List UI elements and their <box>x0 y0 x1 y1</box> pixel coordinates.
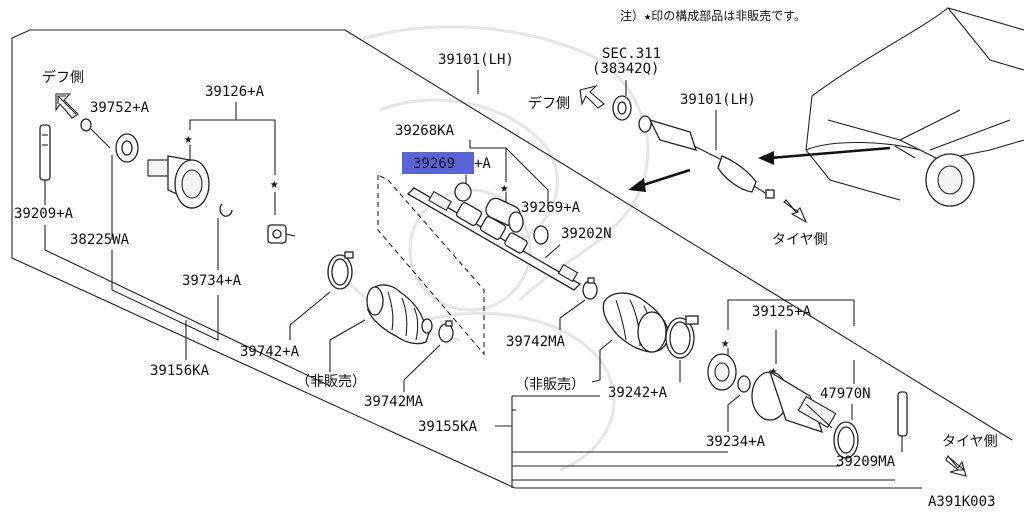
vehicle-illustration <box>805 7 1024 207</box>
star-marker-5: ★ <box>769 363 778 379</box>
star-marker-4: ★ <box>721 335 730 351</box>
tire-side-arrow-top-icon <box>783 199 808 224</box>
part-outer-boot[interactable] <box>602 292 670 353</box>
label-39269-highlighted-suffix: +A <box>474 156 491 172</box>
direction-arrow-icon <box>628 168 691 192</box>
part-39101-shaft-assembly-small[interactable] <box>638 115 775 199</box>
highlight-box <box>402 152 474 174</box>
label-39125: 39125+A <box>752 304 812 320</box>
diff-side-label-left: デフ側 <box>42 69 84 86</box>
star-marker-3: ★ <box>500 180 509 196</box>
label-39742ma-right: 39742MA <box>506 334 566 350</box>
label-39101-main: 39101(LH) <box>438 52 514 68</box>
label-39742ma-left: 39742MA <box>364 394 424 410</box>
part-38342q-seal[interactable] <box>612 95 632 121</box>
label-39126: 39126+A <box>205 84 265 100</box>
part-39752-seal[interactable] <box>115 133 139 163</box>
part-snap-ring-small[interactable] <box>80 118 92 132</box>
label-39242: 39242+A <box>608 385 668 401</box>
label-39734: 39734+A <box>182 273 242 289</box>
part-39734-circlip[interactable] <box>219 203 233 217</box>
part-inner-race-ball[interactable] <box>707 353 737 391</box>
label-39209: 39209+A <box>14 206 74 222</box>
part-39209-pin[interactable] <box>39 124 51 181</box>
part-47970-sensor-rotor[interactable] <box>833 421 859 459</box>
label-39209ma: 39209MA <box>836 454 896 470</box>
part-39742-band-clamp[interactable] <box>327 251 354 290</box>
figure-code: A391K003 <box>928 494 995 510</box>
label-39234: 39234+A <box>706 434 766 450</box>
part-39209ma-pin[interactable] <box>897 391 908 437</box>
star-marker-2: ★ <box>270 176 279 192</box>
label-39156: 39156KA <box>150 363 210 379</box>
label-39202: 39202N <box>561 226 612 242</box>
tire-side-label-top: タイヤ側 <box>772 232 828 248</box>
part-39242-band-clamp[interactable] <box>665 315 699 359</box>
label-39155: 39155KA <box>418 419 478 435</box>
label-39269-highlighted: 39269 <box>413 156 455 172</box>
car-pointer-arrow-icon <box>758 146 891 165</box>
tire-side-arrow-icon <box>945 455 967 477</box>
label-38225: 38225WA <box>70 232 130 248</box>
diff-side-arrow-icon <box>55 93 79 119</box>
label-39742: 39742+A <box>240 344 300 360</box>
diff-side-label-right: デフ側 <box>528 95 570 112</box>
part-tripod-spider[interactable] <box>267 224 296 244</box>
part-39234-circlip[interactable] <box>737 375 751 393</box>
not-sold-label-right: （非販売） <box>515 377 585 393</box>
part-outer-joint-housing[interactable] <box>751 370 837 434</box>
part-39202-drive-shaft[interactable] <box>406 187 582 291</box>
sec-part-number: (38342Q) <box>592 61 659 77</box>
not-for-sale-note: 注）★印の構成部品は非販売です。 <box>620 8 806 23</box>
diagram-frame <box>11 29 1013 489</box>
highlighted-part-label-39269[interactable]: 39269 +A <box>402 152 491 174</box>
label-47970: 47970N <box>820 386 871 402</box>
label-39269: 39269+A <box>521 200 581 216</box>
label-39752: 39752+A <box>90 100 150 116</box>
label-39268: 39268KA <box>395 123 455 139</box>
part-39742ma-small-band-right[interactable] <box>582 277 598 300</box>
part-39269-damper-ring[interactable] <box>454 182 472 202</box>
tire-side-label-bottom: タイヤ側 <box>942 434 998 450</box>
part-39126-cv-joint[interactable] <box>147 155 210 209</box>
label-39101-car: 39101(LH) <box>680 92 756 108</box>
part-inner-boot[interactable] <box>366 284 433 345</box>
not-sold-label-left: （非販売） <box>296 374 366 390</box>
part-39742ma-small-band-left[interactable] <box>438 320 454 343</box>
sec-reference[interactable]: SEC.311 <box>602 46 661 62</box>
part-39268-damper[interactable] <box>483 196 524 233</box>
diff-side-arrow-right-icon <box>579 84 605 109</box>
star-marker-1: ★ <box>184 131 193 147</box>
part-39269-ring-right[interactable] <box>533 225 549 245</box>
